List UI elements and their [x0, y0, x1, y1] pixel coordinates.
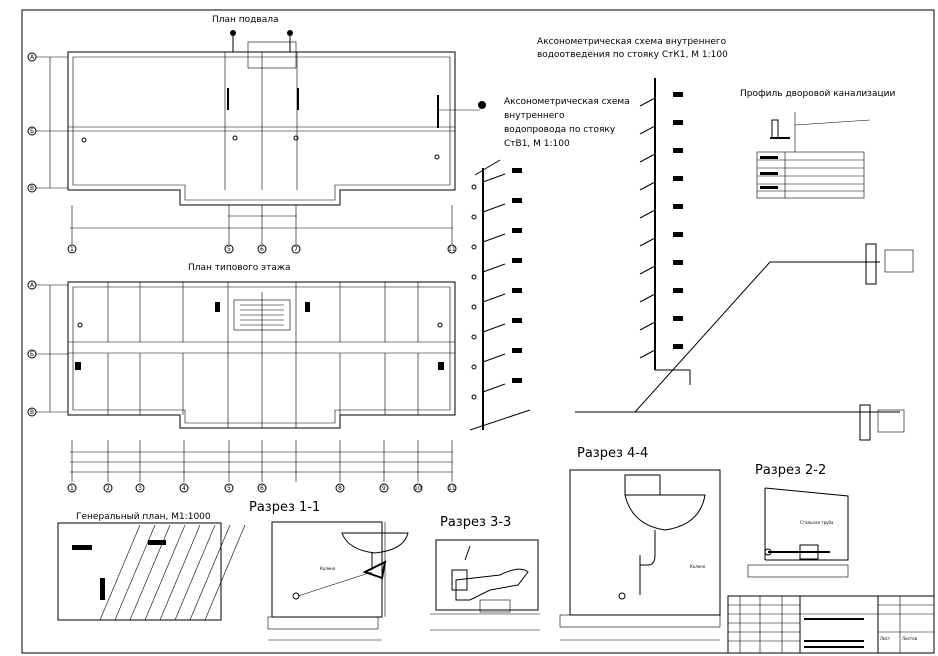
svg-text:A: A [30, 282, 35, 289]
general-plan: Генеральный план, М1:1000 [57, 512, 246, 621]
svg-text:1: 1 [70, 246, 74, 253]
yard-sewer-profile: Профиль дворовой канализации [740, 89, 895, 199]
title-block: Лист Листов [727, 595, 935, 654]
svg-text:Стальная труба: Стальная труба [800, 520, 834, 525]
svg-text:Профиль дворовой канализации: Профиль дворовой канализации [740, 89, 895, 99]
svg-text:A: A [30, 54, 35, 61]
svg-text:7: 7 [294, 246, 298, 253]
typical-col-axes: 1 2 3 4 5 6 8 9 10 11 [67, 440, 457, 493]
sewer-axonometric: Аксонометрическая схема внутреннего водо… [537, 37, 914, 441]
svg-text:Генеральный план, М1:1000: Генеральный план, М1:1000 [76, 512, 211, 522]
svg-text:3: 3 [138, 485, 142, 492]
svg-text:Разрез 1-1: Разрез 1-1 [249, 500, 320, 515]
svg-text:5: 5 [227, 246, 231, 253]
typical-row-axes: A Б В [27, 280, 68, 417]
svg-text:5: 5 [227, 485, 231, 492]
svg-text:В: В [30, 185, 34, 192]
svg-text:Листов: Листов [902, 636, 918, 641]
basement-plan-title: План подвала [212, 15, 278, 25]
basement-row-axes: A Б В [27, 52, 68, 193]
svg-text:Разрез 4-4: Разрез 4-4 [577, 446, 648, 461]
svg-text:1: 1 [70, 485, 74, 492]
basement-plan: План подвала A Б В [27, 15, 486, 254]
svg-text:6: 6 [260, 485, 264, 492]
section-2-2: Разрез 2-2 Стальная труба [747, 463, 849, 578]
svg-text:11: 11 [448, 246, 456, 253]
svg-text:Б: Б [30, 128, 34, 135]
sheet-frame [21, 9, 935, 654]
svg-text:В: В [30, 409, 34, 416]
section-1-1: Разрез 1-1 Колено [249, 500, 409, 641]
svg-text:Аксонометрическая схема внутре: Аксонометрическая схема внутреннего [537, 37, 727, 47]
svg-text:Разрез 2-2: Разрез 2-2 [755, 463, 826, 478]
svg-text:Разрез 3-3: Разрез 3-3 [440, 515, 511, 530]
svg-text:9: 9 [382, 485, 386, 492]
svg-text:Аксонометрическая схема: Аксонометрическая схема [504, 97, 630, 107]
svg-text:8: 8 [338, 485, 342, 492]
section-3-3: Разрез 3-3 [430, 515, 540, 631]
svg-text:водоотведения по стояку СтК1,: водоотведения по стояку СтК1, М 1:100 [537, 50, 728, 60]
svg-text:Колено: Колено [320, 566, 336, 571]
svg-text:11: 11 [448, 485, 456, 492]
svg-text:внутреннего: внутреннего [504, 111, 565, 121]
svg-text:Лист: Лист [880, 636, 891, 641]
basement-col-axes: 1 5 6 7 11 [67, 205, 457, 254]
svg-text:2: 2 [106, 485, 110, 492]
water-supply-axonometric: Аксонометрическая схема внутреннего водо… [469, 97, 630, 431]
svg-text:4: 4 [182, 485, 186, 492]
svg-text:водопровода по стояку: водопровода по стояку [504, 125, 616, 135]
svg-text:10: 10 [414, 485, 422, 492]
svg-text:Колено: Колено [690, 564, 706, 569]
typical-floor-plan-title: План типового этажа [188, 263, 291, 273]
svg-text:СтВ1, М 1:100: СтВ1, М 1:100 [504, 139, 570, 149]
section-4-4: Разрез 4-4 Колено [559, 446, 721, 641]
svg-text:Б: Б [30, 351, 34, 358]
svg-text:6: 6 [260, 246, 264, 253]
typical-floor-plan: План типового этажа [27, 263, 457, 493]
